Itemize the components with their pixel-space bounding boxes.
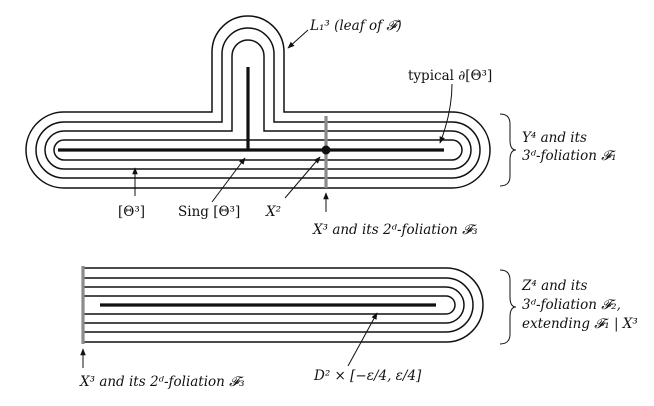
bottom-figure: X³ and its 2ᵈ-foliation 𝓕₃ D² × [−ε/4, ε… bbox=[79, 266, 638, 390]
zleaf-third bbox=[83, 286, 465, 324]
boundary-label: typical ∂[Θ³] bbox=[408, 68, 492, 84]
boundary-arrow bbox=[439, 83, 453, 144]
top-brace bbox=[499, 113, 517, 187]
bottom-brace-line1: Z⁴ and its bbox=[521, 278, 588, 294]
top-brace-line2: 3ᵈ-foliation 𝓕₁ bbox=[522, 148, 617, 164]
theta-label: [Θ³] bbox=[118, 204, 145, 220]
leaf-third bbox=[44, 39, 472, 170]
x2-point bbox=[321, 145, 331, 155]
top-figure: L₁³ (leaf of 𝓕) typical ∂[Θ³] [Θ³] Sing … bbox=[25, 15, 617, 238]
zleaf-second bbox=[83, 277, 474, 333]
sing-label: Sing [Θ³] bbox=[178, 204, 240, 220]
x2-arrow bbox=[284, 156, 321, 199]
zleaf-outer bbox=[83, 267, 484, 343]
x3-label-bottom: X³ and its 2ᵈ-foliation 𝓕₃ bbox=[79, 374, 245, 390]
bottom-brace-line2: 3ᵈ-foliation 𝓕₂, bbox=[522, 297, 621, 313]
leaf-inner bbox=[53, 139, 463, 161]
sing-arrow bbox=[211, 157, 246, 203]
leaf-arrow bbox=[287, 29, 309, 49]
bottom-brace-line3: extending 𝓕₁ | X³ bbox=[522, 316, 638, 332]
leaf-outer bbox=[25, 15, 491, 189]
x2-label: X² bbox=[265, 204, 281, 220]
x3-label-top: X³ and its 2ᵈ-foliation 𝓕₃ bbox=[312, 222, 478, 238]
leaf-second bbox=[35, 27, 481, 179]
disk-arrow bbox=[347, 312, 378, 367]
leaf-label: L₁³ (leaf of 𝓕) bbox=[309, 18, 402, 34]
bottom-brace bbox=[499, 269, 517, 345]
zleaf-inner bbox=[83, 295, 456, 315]
top-brace-line1: Y⁴ and its bbox=[522, 130, 587, 146]
disk-label: D² × [−ε/4, ε/4] bbox=[313, 368, 422, 384]
